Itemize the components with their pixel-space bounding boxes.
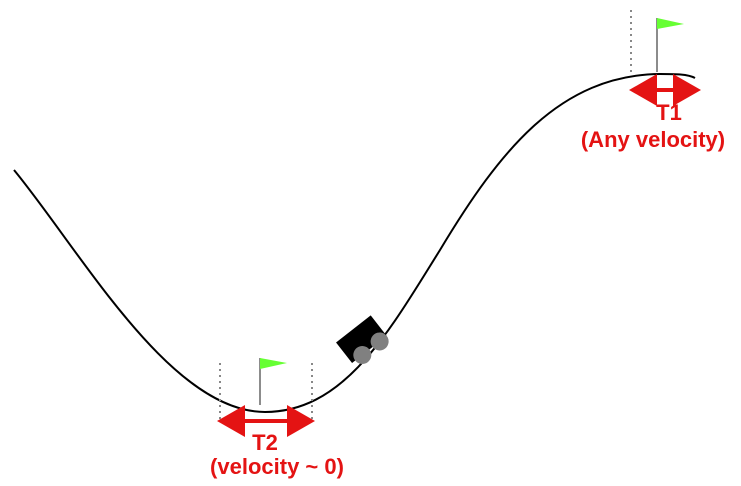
t2-flag-icon	[259, 358, 287, 405]
t2-condition-label: (velocity ~ 0)	[210, 454, 344, 479]
car-wheel-front	[370, 332, 389, 351]
mountain-track	[13, 72, 696, 414]
car-wheel-rear	[353, 345, 372, 364]
t2-label: T2	[252, 430, 278, 455]
car-body	[336, 315, 387, 364]
car-icon	[336, 315, 389, 364]
t1-flag-icon	[656, 18, 684, 72]
t1-condition-label: (Any velocity)	[581, 127, 725, 152]
t1-label: T1	[656, 100, 682, 125]
